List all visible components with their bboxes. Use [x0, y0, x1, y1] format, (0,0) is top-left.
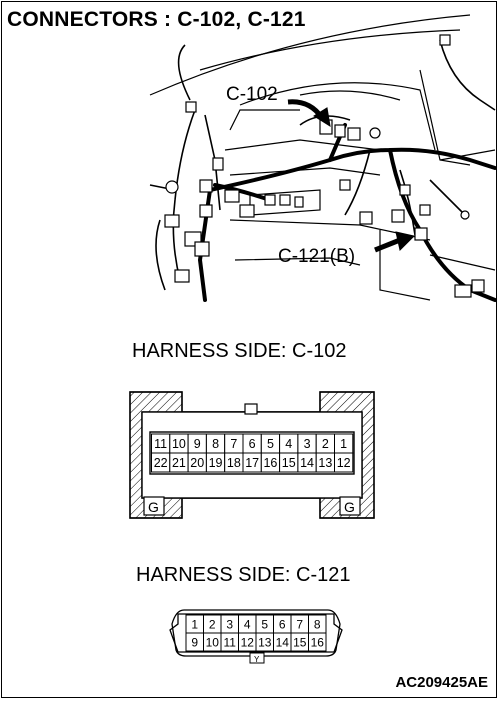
c102-pin-label-15: 15 [282, 456, 296, 470]
c102-pin-label-16: 16 [263, 456, 277, 470]
c102-pin-label-13: 13 [318, 456, 332, 470]
c121-pin-label-8: 8 [314, 618, 321, 632]
c102-pin-label-3: 3 [304, 437, 311, 451]
callout-arrows [287, 99, 415, 253]
c102-pin-label-6: 6 [249, 437, 256, 451]
c121-pin-label-6: 6 [279, 618, 286, 632]
c102-pin-label-21: 21 [172, 456, 186, 470]
c121-pin-label-3: 3 [226, 618, 233, 632]
c102-pin-label-10: 10 [172, 437, 186, 451]
c102-left-guide-marker: G [148, 499, 159, 515]
c102-pin-label-18: 18 [227, 456, 241, 470]
c102-pin-label-20: 20 [190, 456, 204, 470]
c102-right-guide-marker: G [344, 499, 355, 515]
c121-pin-label-4: 4 [244, 618, 251, 632]
c102-pin-cell-12 [334, 452, 354, 473]
c121-pin-label-2: 2 [209, 618, 216, 632]
c121-pin-label-14: 14 [276, 636, 290, 650]
c121-pin-cell-16 [308, 632, 327, 652]
c121-pin-label-5: 5 [261, 618, 268, 632]
c121-pin-label-15: 15 [293, 636, 307, 650]
c102-pin-label-8: 8 [212, 437, 219, 451]
c121-harness-label: HARNESS SIDE: C-121 [136, 564, 351, 586]
c121-pin-label-16: 16 [311, 636, 325, 650]
c121-pin-label-10: 10 [206, 636, 220, 650]
c121-pin-label-11: 11 [224, 636, 237, 650]
c102-pin-label-1: 1 [340, 437, 347, 451]
c102-pin-label-22: 22 [154, 456, 168, 470]
c102-pin-label-2: 2 [322, 437, 329, 451]
harness-connectors [164, 34, 485, 298]
c102-pin-label-9: 9 [194, 437, 201, 451]
c102-harness-label: HARNESS SIDE: C-102 [132, 340, 347, 362]
c102-pin-label-5: 5 [267, 437, 274, 451]
c121-pin-label-1: 1 [191, 618, 198, 632]
c102-pin-label-17: 17 [245, 456, 259, 470]
c121-key-marker: Y [254, 655, 260, 664]
callout-c121-label: C-121(B) [278, 246, 355, 267]
c121-pin-label-7: 7 [296, 618, 303, 632]
callout-c102-label: C-102 [226, 84, 278, 105]
figure-title: CONNECTORS : C-102, C-121 [7, 8, 306, 31]
c102-pin-label-11: 11 [154, 437, 167, 451]
figure-code: AC209425AE [395, 674, 488, 691]
c102-pin-label-14: 14 [300, 456, 314, 470]
c102-pin-label-19: 19 [209, 456, 223, 470]
c121-pin-label-12: 12 [241, 636, 255, 650]
c121-pin-label-9: 9 [191, 636, 198, 650]
c102-pin-label-12: 12 [337, 456, 351, 470]
c102-pin-label-7: 7 [230, 437, 237, 451]
c121-pin-label-13: 13 [258, 636, 272, 650]
c102-pin-label-4: 4 [285, 437, 292, 451]
